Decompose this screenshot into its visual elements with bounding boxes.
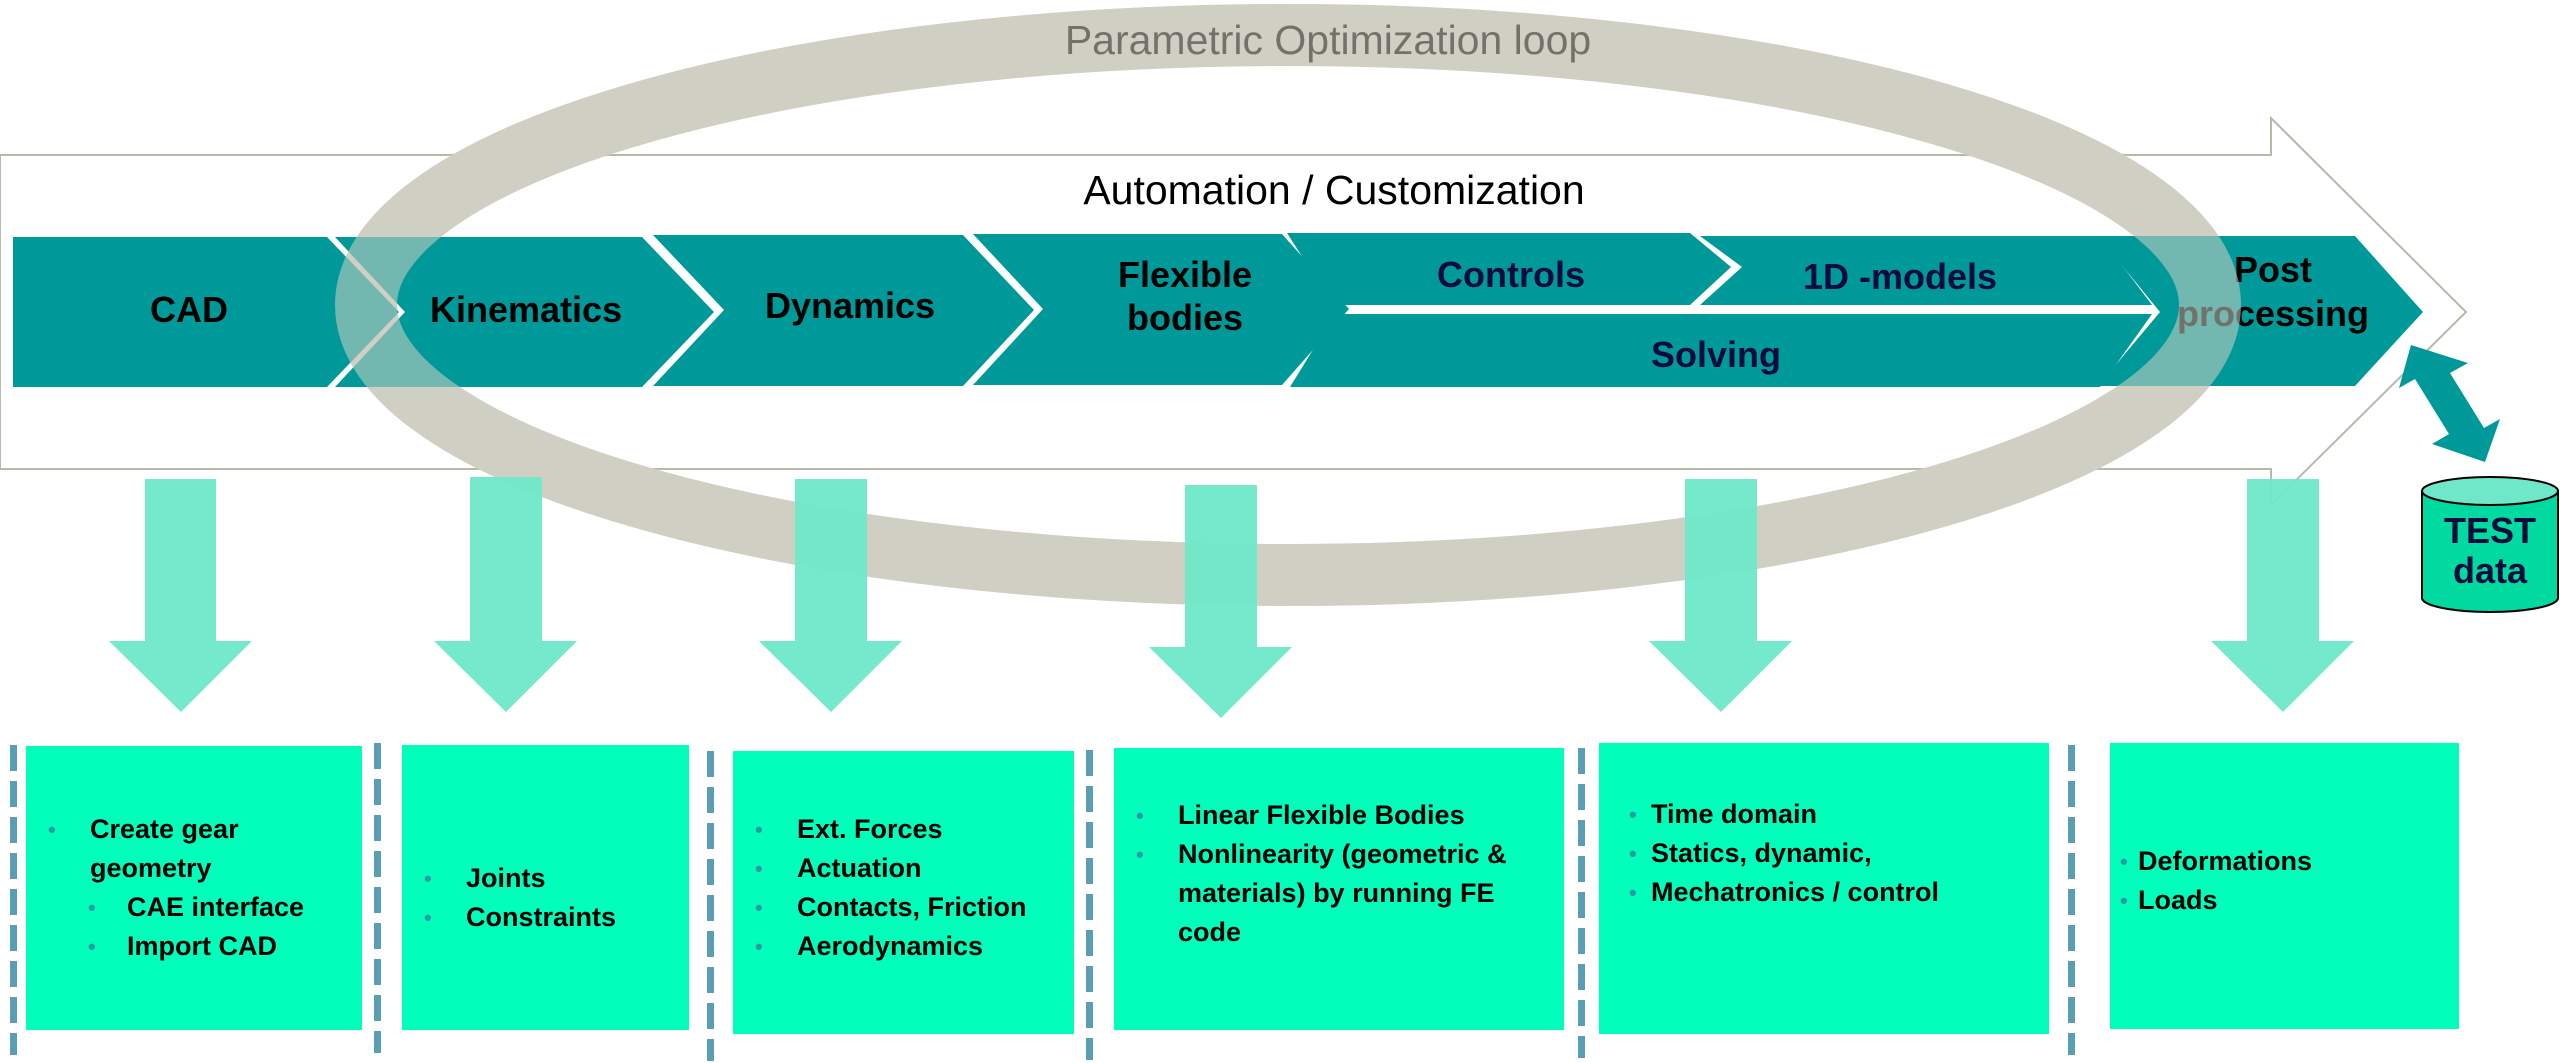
stage-label-controls: Controls (1437, 254, 1585, 295)
down-arrow-cad (109, 479, 252, 712)
stage-label-solving: Solving (1651, 334, 1781, 375)
detail-list: Linear Flexible Bodies Nonlinearity (geo… (1114, 796, 1564, 952)
separator (1086, 750, 1093, 1060)
detail-box-cad: Create gear geometry CAE interface Impor… (26, 746, 362, 1030)
chevron-solving[interactable] (1290, 314, 2152, 387)
detail-list: Ext. Forces Actuation Contacts, Friction… (733, 810, 1027, 966)
stage-label-post-line1: Post (2234, 249, 2312, 290)
detail-box-kinematics: Joints Constraints (402, 745, 689, 1030)
detail-list: Joints Constraints (402, 859, 616, 937)
detail-list: Time domain Statics, dynamic, Mechatroni… (1607, 795, 1939, 912)
test-data-cylinder[interactable]: TEST data (2421, 476, 2559, 613)
detail-box-solving: Time domain Statics, dynamic, Mechatroni… (1599, 743, 2049, 1034)
automation-label: Automation / Customization (1083, 167, 1584, 213)
detail-item: Joints (402, 859, 616, 898)
detail-item: Statics, dynamic, (1607, 834, 1939, 873)
down-arrow-post (2211, 479, 2354, 712)
down-arrows (109, 477, 2354, 718)
down-arrow-dynamics (759, 479, 902, 712)
detail-subitem: Import CAD (26, 927, 362, 966)
detail-item: Actuation (733, 849, 1027, 888)
separator (1578, 748, 1585, 1058)
separator (2068, 745, 2075, 1055)
detail-box-post-processing: Deformations Loads (2110, 743, 2459, 1029)
detail-item: Linear Flexible Bodies (1114, 796, 1544, 835)
detail-list: Deformations Loads (2110, 842, 2312, 920)
stage-label-flexible-line2: bodies (1127, 297, 1243, 338)
chevron-dynamics[interactable] (653, 235, 1034, 386)
detail-item: Nonlinearity (geometric & materials) by … (1114, 835, 1544, 952)
chevron-kinematics[interactable] (335, 237, 714, 387)
detail-box-dynamics: Ext. Forces Actuation Contacts, Friction… (733, 751, 1074, 1034)
detail-item: Loads (2110, 881, 2312, 920)
chevron-1d-models[interactable] (1700, 236, 2152, 305)
chevron-cad[interactable] (13, 237, 399, 387)
stage-label-kinematics: Kinematics (430, 289, 622, 330)
stage-label-1d-models: 1D -models (1803, 256, 1997, 297)
detail-item: Ext. Forces (733, 810, 1027, 849)
down-arrow-solving (1649, 479, 1792, 712)
separator (10, 745, 17, 1055)
chevron-flexible-bodies[interactable] (973, 234, 1349, 385)
stage-label-cad: CAD (150, 289, 228, 330)
chevron-controls[interactable] (1287, 233, 1731, 305)
bidirectional-arrow-icon (2399, 345, 2500, 462)
stage-label-flexible-line1: Flexible (1118, 254, 1252, 295)
separator (374, 743, 381, 1053)
cylinder-body (2421, 490, 2559, 613)
detail-item: Mechatronics / control (1607, 873, 1939, 912)
separator (707, 751, 714, 1061)
test-data-line1: TEST (2444, 510, 2536, 551)
detail-box-flexible-bodies: Linear Flexible Bodies Nonlinearity (geo… (1114, 748, 1564, 1030)
down-arrow-kinematics (434, 477, 577, 712)
detail-item: Aerodynamics (733, 927, 1027, 966)
detail-list: Create gear geometry CAE interface Impor… (26, 810, 362, 966)
detail-item: Contacts, Friction (733, 888, 1027, 927)
down-arrow-flexible (1149, 485, 1292, 718)
detail-item: Create gear geometry (26, 810, 362, 888)
detail-item: Deformations (2110, 842, 2312, 881)
cylinder-top (2421, 476, 2559, 506)
stage-label-dynamics: Dynamics (765, 285, 935, 326)
optimization-loop-ellipse (335, 4, 2241, 606)
detail-item: Constraints (402, 898, 616, 937)
detail-item: Time domain (1607, 795, 1939, 834)
test-data-line2: data (2453, 550, 2528, 591)
detail-subitem: CAE interface (26, 888, 362, 927)
